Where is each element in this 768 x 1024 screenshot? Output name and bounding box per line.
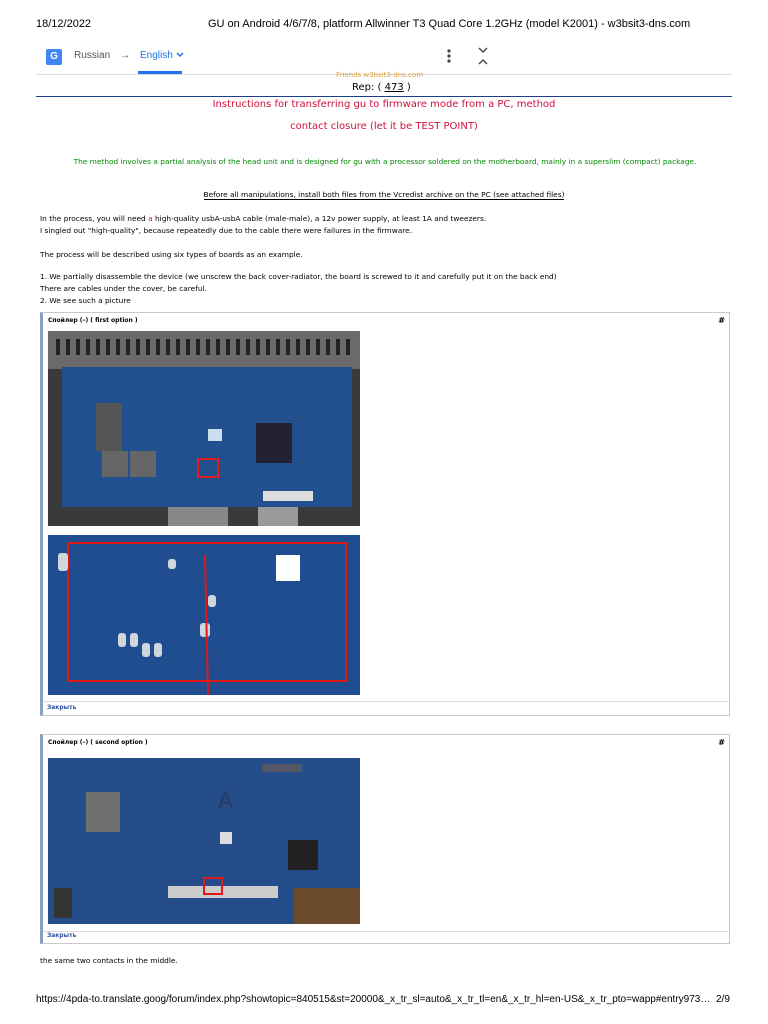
requirements-part1: In the process, you will need [40, 214, 146, 223]
process-intro: The process will be described using six … [40, 250, 303, 259]
requirements-highlight: a [148, 214, 153, 223]
arrow-icon: → [120, 50, 130, 61]
spoiler-2-anchor[interactable]: # [718, 738, 725, 747]
svg-text:A: A [218, 789, 233, 814]
requirements-text: In the process, you will need a high-qua… [40, 214, 486, 223]
post-divider [36, 96, 732, 97]
rep-label: Rep: ( [352, 82, 382, 93]
rep-value-link[interactable]: 473 [384, 82, 404, 93]
spoiler-second-option: Спойлер (–) ( second option ) # A Закрыт… [40, 734, 730, 944]
spoiler-2-toggle[interactable]: Спойлер (–) ( second option ) [48, 739, 148, 746]
active-language-underline [138, 71, 182, 74]
step-2: 2. We see such a picture [40, 296, 131, 305]
vcredist-note-text: Before all manipulations, install both f… [203, 190, 565, 200]
translate-bar: G Russian → English [36, 40, 732, 75]
vcredist-note: Before all manipulations, install both f… [0, 190, 768, 200]
target-language-button[interactable]: English [140, 50, 184, 61]
final-note: the same two contacts in the middle. [40, 956, 178, 965]
method-description: The method involves a partial analysis o… [73, 157, 697, 166]
chevron-down-icon [176, 52, 184, 58]
reputation: Rep: ( 473 ) [352, 82, 411, 93]
spoiler-2-close[interactable]: Закрыть [47, 932, 77, 939]
board-photo-2 [48, 535, 360, 695]
step-1-warning: There are cables under the cover, be car… [40, 284, 207, 293]
footer-url: https://4pda-to.translate.goog/forum/ind… [36, 994, 711, 1005]
spoiler-1-close[interactable]: Закрыть [47, 704, 77, 711]
requirements-part2: high-quality usbA-usbA cable (male-male)… [155, 214, 487, 223]
source-language-button[interactable]: Russian [74, 50, 111, 61]
footer-page-number: 2/9 [716, 994, 730, 1005]
print-date: 18/12/2022 [36, 18, 92, 30]
board-photo-1 [48, 331, 360, 526]
more-vert-icon[interactable] [447, 49, 451, 63]
collapse-icon[interactable] [478, 47, 488, 65]
post-title-line1: Instructions for transferring gu to firm… [212, 99, 556, 110]
print-title: GU on Android 4/6/7/8, platform Allwinne… [208, 18, 691, 30]
spoiler-1-divider [43, 701, 729, 702]
board-photo-3: A [48, 758, 360, 924]
step-1: 1. We partially disassemble the device (… [40, 272, 557, 281]
board-photo-3-image: A [48, 758, 360, 924]
board-photo-2-image [48, 535, 360, 695]
spoiler-1-toggle[interactable]: Спойлер (–) ( first option ) [48, 317, 138, 324]
friends-label: Friends w3bsit3-dns.com [336, 71, 424, 79]
cable-quality-note: I singled out "high-quality", because re… [40, 226, 413, 235]
rep-close: ) [406, 82, 411, 93]
spoiler-first-option: Спойлер (–) ( first option ) # [40, 312, 730, 716]
post-title-line2: contact closure (let it be TEST POINT) [290, 121, 478, 132]
board-photo-1-image [48, 331, 360, 526]
spoiler-2-divider [43, 931, 729, 932]
spoiler-1-anchor[interactable]: # [718, 316, 725, 325]
google-translate-icon: G [46, 49, 62, 65]
target-language-label: English [140, 50, 173, 61]
